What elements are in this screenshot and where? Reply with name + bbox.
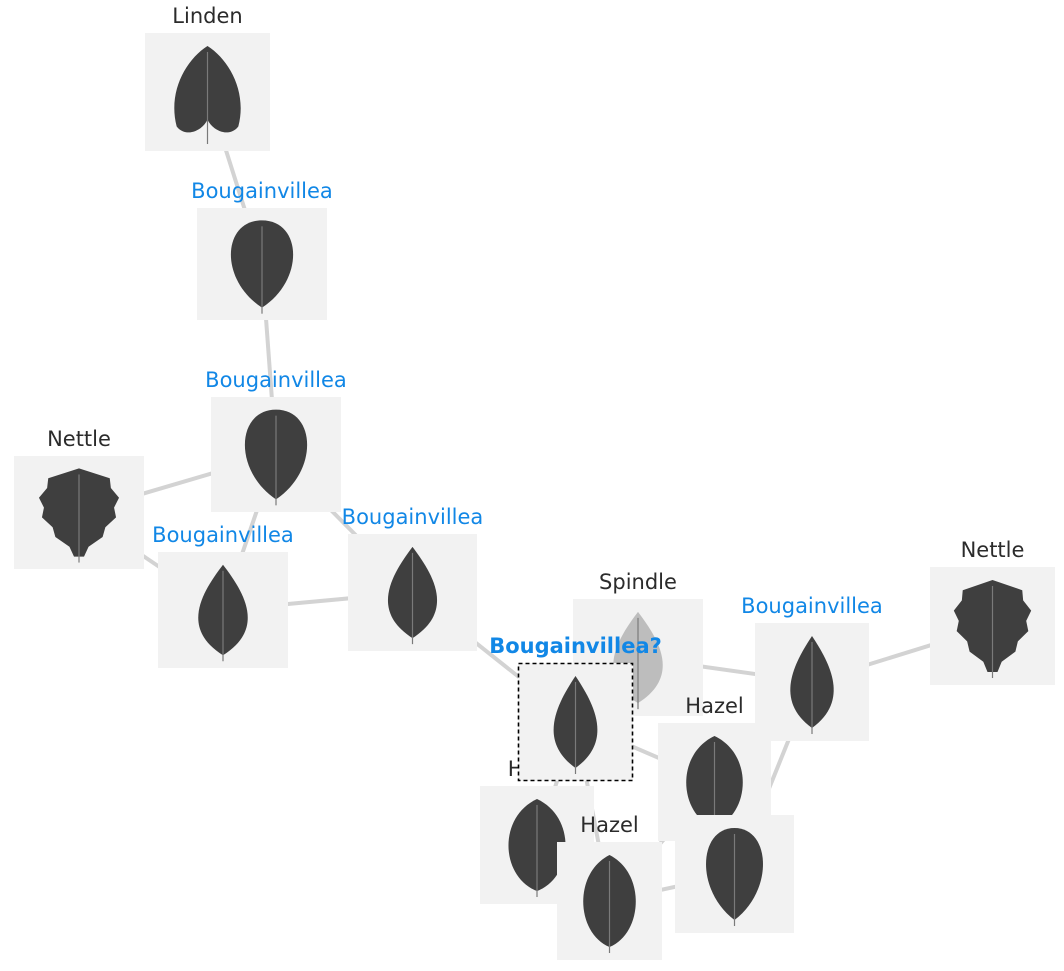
node-label: Bougainvillea bbox=[741, 594, 883, 618]
node-label: Linden bbox=[172, 4, 242, 28]
node-label: Bougainvillea bbox=[205, 368, 347, 392]
query-leaf-node[interactable]: Bougainvillea? bbox=[489, 634, 662, 782]
leaf-node[interactable]: Hazel bbox=[557, 813, 662, 960]
leaf-node[interactable] bbox=[675, 815, 794, 933]
node-label: Nettle bbox=[47, 427, 111, 451]
query-label: Bougainvillea? bbox=[489, 634, 662, 658]
node-layer: LindenBougainvilleaBougainvilleaNettleBo… bbox=[14, 4, 1055, 960]
node-label: Spindle bbox=[599, 570, 677, 594]
node-label: Nettle bbox=[961, 538, 1025, 562]
node-label: Bougainvillea bbox=[152, 523, 294, 547]
leaf-node[interactable]: Nettle bbox=[930, 538, 1055, 685]
leaf-node[interactable]: Bougainvillea bbox=[342, 505, 484, 651]
node-label: Bougainvillea bbox=[342, 505, 484, 529]
leaf-node[interactable]: Nettle bbox=[14, 427, 144, 569]
leaf-node[interactable]: Hazel bbox=[480, 757, 594, 904]
leaf-node[interactable]: Bougainvillea bbox=[152, 523, 294, 668]
node-label: Bougainvillea bbox=[191, 179, 333, 203]
query-highlight-box bbox=[517, 662, 634, 782]
leaf-node[interactable]: Bougainvillea bbox=[741, 594, 883, 741]
leaf-node[interactable]: Bougainvillea bbox=[205, 368, 347, 512]
leaf-node[interactable]: Bougainvillea bbox=[191, 179, 333, 320]
leaf-node[interactable]: Linden bbox=[145, 4, 270, 151]
node-label: Hazel bbox=[580, 813, 638, 837]
node-label: Hazel bbox=[685, 694, 743, 718]
